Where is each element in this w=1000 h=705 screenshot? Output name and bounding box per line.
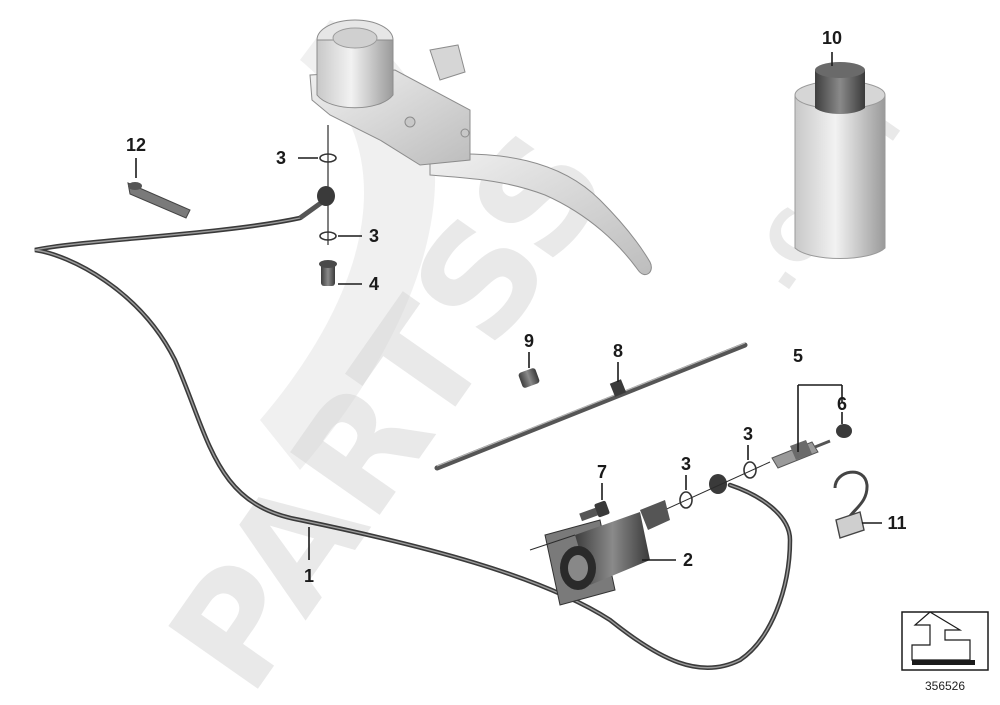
banjo-bolt-head (319, 260, 337, 268)
clutch-hose-highlight (34, 217, 791, 669)
washer-slave-b (743, 461, 757, 479)
callout-12: 12 (126, 135, 146, 155)
clutch-lever (429, 153, 652, 275)
bottle-cap-top (815, 62, 865, 78)
reference-number: 356526 (925, 679, 965, 693)
callout-2: 2 (683, 550, 693, 570)
bleeder-hex (790, 440, 812, 460)
callout-4: 4 (369, 274, 379, 294)
callout-6: 6 (837, 394, 847, 414)
master-cylinder-clamp (429, 44, 466, 81)
reference-shadow-icon (912, 660, 975, 665)
reference-arrow-icon (911, 611, 971, 661)
callouts: 3 3 4 12 10 9 8 5 6 3 3 7 2 11 1 (126, 28, 907, 586)
slave-axis (659, 461, 771, 513)
washer-slave-a (679, 491, 693, 509)
adjuster-bolt (460, 128, 470, 138)
reference-box: 356526 (901, 611, 989, 693)
callout-3-bleeder: 3 (743, 424, 753, 444)
master-cylinder (309, 19, 652, 275)
callout-3-upper: 3 (276, 148, 286, 168)
bleeder-valve (771, 439, 831, 469)
push-rod-shine (436, 342, 746, 467)
lever-pivot-bolt (404, 116, 416, 128)
hose-banjo-lower (709, 474, 727, 494)
hose-clip-tab (835, 511, 865, 539)
screw-head (594, 500, 610, 518)
push-rod (434, 342, 748, 471)
banjo-fitting (317, 186, 335, 206)
washer-upper (319, 153, 337, 163)
bottle-body (794, 94, 886, 259)
bleeder-tip (814, 439, 831, 449)
sleeve (518, 368, 540, 388)
slave-bore-inner (568, 555, 588, 581)
push-rod-shaft (434, 342, 748, 471)
bracket (127, 182, 191, 219)
bracket-boss (128, 182, 142, 190)
callout-11: 11 (887, 513, 906, 533)
hose-clip-loop (833, 470, 869, 526)
fluid-bottle (794, 62, 886, 259)
banjo-bolt (321, 262, 335, 286)
slave-cylinder (529, 500, 670, 606)
bracket-plate (127, 182, 191, 219)
callout-9: 9 (524, 331, 534, 351)
callout-7: 7 (597, 462, 607, 482)
leader-lines (135, 52, 882, 561)
reservoir-body (316, 39, 394, 109)
callout-5: 5 (793, 346, 803, 366)
bottle-cap (815, 70, 865, 114)
bleeder-cap (836, 424, 852, 438)
callout-8: 8 (613, 341, 623, 361)
slave-axis-left (529, 534, 576, 551)
hose-clip (833, 470, 869, 539)
callout-3-lower: 3 (369, 226, 379, 246)
washer-lower (319, 231, 337, 241)
callout-1: 1 (304, 566, 314, 586)
callout-10: 10 (822, 28, 842, 48)
callout-3-slave: 3 (681, 454, 691, 474)
push-rod-collar (609, 379, 627, 397)
screw (579, 500, 610, 522)
reservoir-lid-ring (332, 27, 378, 49)
slave-port (640, 500, 670, 530)
